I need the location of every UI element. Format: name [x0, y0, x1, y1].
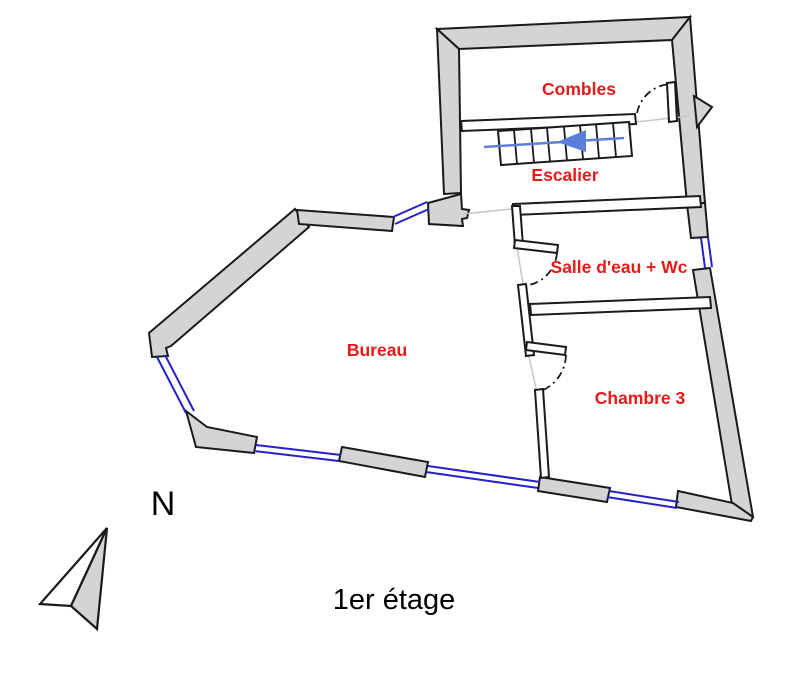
label-bureau: Bureau: [347, 340, 407, 360]
window-south-center: [425, 465, 541, 489]
wall-combles-south: [459, 112, 638, 133]
window-west-diagonal: [156, 354, 195, 414]
wall-top: [434, 15, 693, 51]
window-south-east: [606, 490, 680, 509]
door-arcs: [528, 83, 672, 392]
label-chambre3: Chambre 3: [595, 388, 686, 408]
wall-south-bar-west: [337, 445, 430, 479]
wall-salle-eau-north: [511, 194, 703, 217]
stair-direction-line: [483, 136, 625, 149]
window-north-bureau: [392, 201, 430, 225]
wall-right-bump: [692, 94, 714, 130]
door-arc-chambre3: [540, 354, 567, 392]
label-escalier: Escalier: [531, 165, 598, 185]
label-salle-eau-wc: Salle d'eau + Wc: [551, 257, 688, 277]
north-arrow-grey-half: [69, 527, 109, 632]
wall-mid-center: [516, 282, 536, 358]
wall-north-bureau: [295, 208, 396, 233]
wall-left-foot: [426, 192, 471, 228]
staircase: [483, 120, 634, 167]
window-south-west: [253, 444, 342, 462]
exterior-walls: [147, 14, 755, 523]
door-arc-salle-eau: [528, 252, 558, 286]
windows: [156, 201, 713, 509]
door-leaf-combles: [665, 80, 679, 124]
wall-diagonal-nw: [147, 207, 311, 359]
room-labels: Combles Escalier Salle d'eau + Wc Bureau…: [347, 79, 688, 408]
window-right-wall: [700, 236, 713, 269]
wall-south-bar-east: [536, 475, 612, 504]
wall-left-upper: [435, 26, 463, 196]
door-thresholds: [462, 115, 691, 390]
door-arc-combles: [636, 83, 672, 114]
wall-stub-chambre3: [524, 340, 568, 357]
threshold-chambre3-door: [527, 351, 537, 390]
label-combles: Combles: [542, 79, 616, 99]
wall-corner-se: [674, 489, 755, 523]
threshold-combles-door: [635, 115, 691, 123]
floor-title: 1er étage: [333, 584, 456, 616]
north-arrow-icon: [37, 527, 109, 632]
north-label: N: [151, 485, 176, 523]
wall-mid-bottom: [533, 387, 551, 480]
stair-direction-arrow-icon: [557, 130, 586, 152]
threshold-salle-eau-door: [516, 246, 524, 285]
wall-corner-sw: [184, 408, 259, 455]
wall-salle-eau-south: [528, 295, 713, 317]
threshold-bureau-corridor: [462, 208, 513, 215]
wall-stub-salle-eau: [512, 238, 560, 255]
